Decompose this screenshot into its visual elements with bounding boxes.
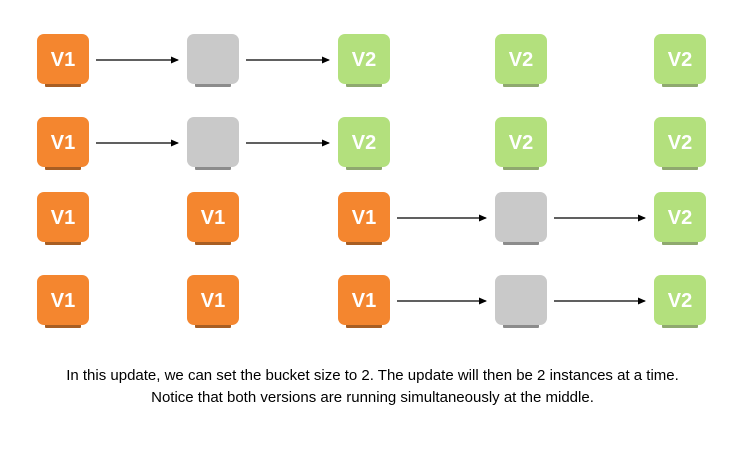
v1-instance: V1 bbox=[338, 275, 390, 328]
updating-instance bbox=[495, 275, 547, 328]
v2-label: V2 bbox=[668, 132, 692, 154]
instance-box bbox=[338, 117, 390, 167]
v1-instance: V1 bbox=[187, 275, 239, 328]
instance-box bbox=[495, 34, 547, 84]
v2-instance: V2 bbox=[654, 192, 706, 245]
v1-instance: V1 bbox=[37, 275, 89, 328]
v2-instance: V2 bbox=[495, 34, 547, 87]
instance-box bbox=[37, 34, 89, 84]
instance-box bbox=[338, 192, 390, 242]
instance-box bbox=[37, 275, 89, 325]
instance-box bbox=[187, 192, 239, 242]
v1-label: V1 bbox=[201, 290, 225, 312]
updating-instance bbox=[187, 34, 239, 87]
v1-instance: V1 bbox=[37, 117, 89, 170]
v1-label: V1 bbox=[51, 207, 75, 229]
v1-instance: V1 bbox=[187, 192, 239, 245]
v1-label: V1 bbox=[51, 132, 75, 154]
v2-instance: V2 bbox=[338, 34, 390, 87]
v2-label: V2 bbox=[352, 49, 376, 71]
instance-box bbox=[495, 117, 547, 167]
v1-instance: V1 bbox=[37, 192, 89, 245]
v1-label: V1 bbox=[352, 207, 376, 229]
updating-instance bbox=[495, 192, 547, 245]
v2-label: V2 bbox=[668, 290, 692, 312]
instance-box bbox=[37, 117, 89, 167]
v1-label: V1 bbox=[201, 207, 225, 229]
instance-box bbox=[187, 34, 239, 84]
caption: In this update, we can set the bucket si… bbox=[0, 365, 745, 409]
v1-instance: V1 bbox=[338, 192, 390, 245]
v2-instance: V2 bbox=[654, 117, 706, 170]
instance-box bbox=[654, 275, 706, 325]
caption-line-1: In this update, we can set the bucket si… bbox=[66, 367, 679, 384]
instance-box bbox=[495, 192, 547, 242]
v2-instance: V2 bbox=[495, 117, 547, 170]
v2-label: V2 bbox=[668, 49, 692, 71]
instance-box bbox=[654, 34, 706, 84]
instance-box bbox=[187, 117, 239, 167]
v1-label: V1 bbox=[51, 290, 75, 312]
instance-box bbox=[654, 117, 706, 167]
updating-instance bbox=[187, 117, 239, 170]
instance-box bbox=[495, 275, 547, 325]
instance-box bbox=[654, 192, 706, 242]
instance-box bbox=[338, 275, 390, 325]
v2-label: V2 bbox=[509, 132, 533, 154]
instance-box bbox=[338, 34, 390, 84]
instance-box bbox=[187, 275, 239, 325]
v2-label: V2 bbox=[509, 49, 533, 71]
v1-instance: V1 bbox=[37, 34, 89, 87]
v2-instance: V2 bbox=[654, 34, 706, 87]
v2-label: V2 bbox=[352, 132, 376, 154]
v2-instance: V2 bbox=[654, 275, 706, 328]
v1-label: V1 bbox=[352, 290, 376, 312]
instance-box bbox=[37, 192, 89, 242]
caption-line-2: Notice that both versions are running si… bbox=[151, 389, 594, 406]
v2-label: V2 bbox=[668, 207, 692, 229]
v1-label: V1 bbox=[51, 49, 75, 71]
v2-instance: V2 bbox=[338, 117, 390, 170]
